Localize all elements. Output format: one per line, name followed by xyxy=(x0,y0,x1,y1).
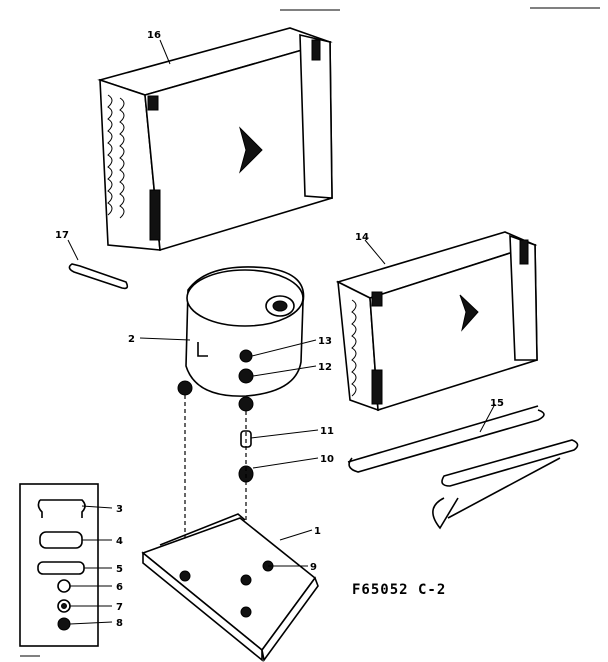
callout-4: 4 xyxy=(116,536,123,547)
strip-5[interactable] xyxy=(37,561,85,575)
grommet-12[interactable] xyxy=(238,368,254,384)
evaporator-coil[interactable] xyxy=(335,231,538,412)
callout-16: 16 xyxy=(147,30,161,41)
leader-lines xyxy=(67,39,496,625)
callout-10: 10 xyxy=(320,454,334,465)
compressor[interactable] xyxy=(177,266,305,412)
callout-5: 5 xyxy=(116,564,123,575)
drawing-code: F65052 C-2 xyxy=(352,582,446,598)
callout-11: 11 xyxy=(320,426,334,437)
callout-8: 8 xyxy=(116,618,123,629)
callout-9: 9 xyxy=(310,562,317,573)
callout-13: 13 xyxy=(318,336,332,347)
callout-15: 15 xyxy=(490,398,504,409)
condenser-coil[interactable] xyxy=(97,27,333,252)
clip-3[interactable] xyxy=(37,499,86,518)
callout-3: 3 xyxy=(116,504,123,515)
callout-2: 2 xyxy=(128,334,135,345)
callout-12: 12 xyxy=(318,362,332,373)
washer-6[interactable] xyxy=(57,579,71,593)
callout-17: 17 xyxy=(55,230,69,241)
cap-8[interactable] xyxy=(57,617,71,631)
callout-14: 14 xyxy=(355,232,369,243)
callout-6: 6 xyxy=(116,582,123,593)
callout-1: 1 xyxy=(314,526,321,537)
tube-17[interactable] xyxy=(68,263,129,290)
hardware-kit xyxy=(19,483,99,647)
callout-7: 7 xyxy=(116,602,123,613)
tubes-15[interactable] xyxy=(347,405,579,530)
grommet-13[interactable] xyxy=(239,349,253,363)
base-pan[interactable] xyxy=(141,513,319,662)
pad-4[interactable] xyxy=(39,531,83,549)
